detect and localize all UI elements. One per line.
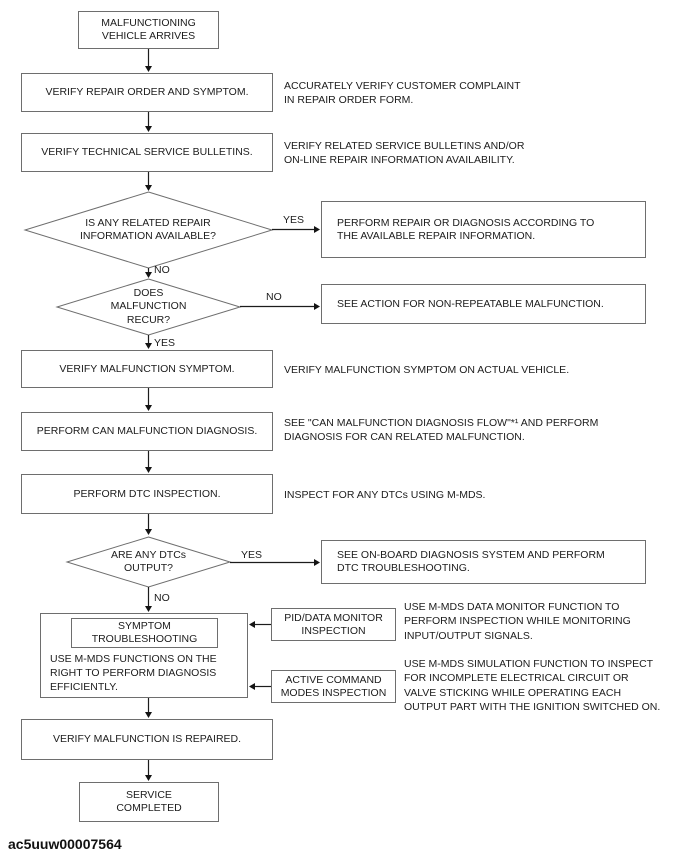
label-no-repair-info: NO (154, 264, 170, 276)
label-yes-repair-info: YES (283, 214, 305, 226)
node-verify-tsb: VERIFY TECHNICAL SERVICE BULLETINS. (21, 133, 273, 172)
node-pid-data-monitor: PID/DATA MONITOR INSPECTION (271, 608, 396, 641)
note-repair-order: ACCURATELY VERIFY CUSTOMER COMPLAINT IN … (284, 80, 521, 107)
note-active-command: USE M-MDS SIMULATION FUNCTION TO INSPECT… (404, 658, 661, 713)
note-verify-symptom: VERIFY MALFUNCTION SYMPTOM ON ACTUAL VEH… (284, 364, 570, 376)
node-service-completed: SERVICE COMPLETED (79, 782, 219, 822)
node-verify-symptom: VERIFY MALFUNCTION SYMPTOM. (21, 350, 273, 388)
note-pid-monitor: USE M-MDS DATA MONITOR FUNCTION TO PERFO… (404, 601, 631, 642)
label-no-recur: NO (266, 291, 282, 303)
label-yes-recur: YES (154, 337, 176, 349)
label-yes-dtcs: YES (241, 549, 263, 561)
note-dtc-inspection: INSPECT FOR ANY DTCs USING M-MDS. (284, 489, 486, 501)
node-see-obd: SEE ON-BOARD DIAGNOSIS SYSTEM AND PERFOR… (321, 540, 646, 584)
node-perform-repair: PERFORM REPAIR OR DIAGNOSIS ACCORDING TO… (321, 201, 646, 258)
figure-code: ac5uuw00007564 (8, 836, 122, 852)
decision-dtcs-label: ARE ANY DTCs OUTPUT? (110, 548, 187, 575)
label-no-dtcs: NO (154, 592, 170, 604)
note-can-diagnosis: SEE "CAN MALFUNCTION DIAGNOSIS FLOW"*¹ A… (284, 417, 599, 444)
node-start: MALFUNCTIONING VEHICLE ARRIVES (78, 11, 219, 49)
node-active-command-modes: ACTIVE COMMAND MODES INSPECTION (271, 670, 396, 703)
node-perform-dtc-inspection: PERFORM DTC INSPECTION. (21, 474, 273, 514)
node-verify-repaired: VERIFY MALFUNCTION IS REPAIRED. (21, 719, 273, 760)
decision-repair-info-label: IS ANY RELATED REPAIR INFORMATION AVAILA… (80, 216, 216, 243)
arrowheads (145, 66, 320, 781)
node-see-action-non-repeatable: SEE ACTION FOR NON-REPEATABLE MALFUNCTIO… (321, 284, 646, 324)
node-verify-repair-order: VERIFY REPAIR ORDER AND SYMPTOM. (21, 73, 273, 112)
flow-connectors (147, 49, 314, 775)
decision-recur-label: DOES MALFUNCTION RECUR? (110, 286, 187, 326)
decision-diamond-shapes (23, 191, 274, 588)
note-service-bulletins: VERIFY RELATED SERVICE BULLETINS AND/OR … (284, 140, 525, 167)
node-perform-can-diagnosis: PERFORM CAN MALFUNCTION DIAGNOSIS. (21, 412, 273, 451)
node-symptom-troubleshooting-title: SYMPTOM TROUBLESHOOTING (71, 618, 218, 648)
symptom-troubleshooting-body: USE M-MDS FUNCTIONS ON THE RIGHT TO PERF… (50, 653, 217, 693)
